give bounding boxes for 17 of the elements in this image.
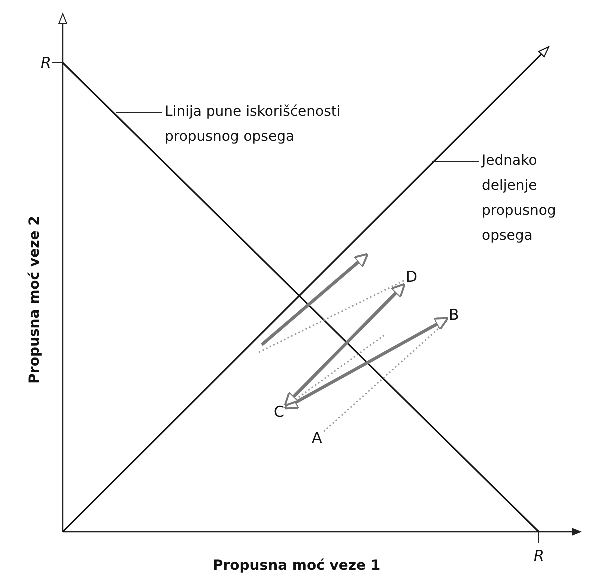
axis-title: Propusna moć veze 2 — [26, 216, 43, 384]
point-label: C — [274, 403, 284, 421]
dotted-line — [258, 280, 404, 354]
arrow — [284, 283, 406, 407]
point-label: B — [449, 306, 460, 324]
leader-line — [432, 161, 480, 162]
point-label: A — [312, 429, 322, 447]
arrow — [284, 317, 450, 410]
axis-value: R — [534, 547, 544, 565]
dotted-line — [324, 320, 448, 432]
point-label: D — [406, 268, 418, 286]
dotted-line — [286, 334, 386, 408]
callout-text: Linija pune iskorišćenosti propusnog opsega — [165, 100, 380, 150]
callout-text: Jednako deljenje propusnog opsega — [482, 149, 582, 249]
axis-title: Propusna moć veze 1 — [213, 558, 381, 574]
leader-line — [116, 112, 162, 114]
axis-value: R — [41, 54, 52, 72]
